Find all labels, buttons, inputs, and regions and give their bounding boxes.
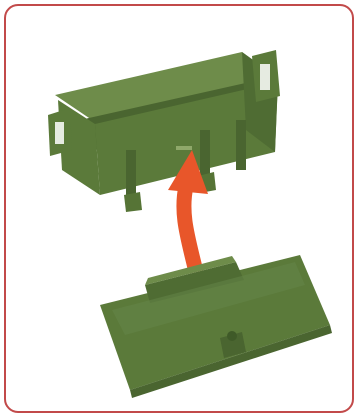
battery-box-icon — [48, 50, 280, 212]
battery-lid-icon — [100, 255, 332, 398]
